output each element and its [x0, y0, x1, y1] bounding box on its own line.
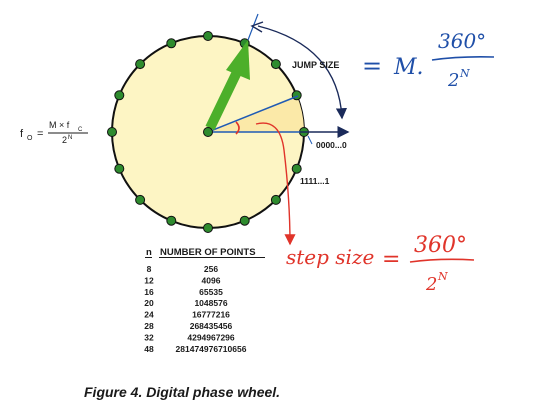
- formula-f-subscript: O: [27, 135, 33, 142]
- jump-formula-m: M.: [393, 55, 424, 80]
- phase-arrow-shaft: [205, 69, 242, 131]
- table-cell-points: 16777216: [192, 310, 230, 320]
- jump-size-label: JUMP SIZE: [292, 60, 339, 70]
- handwritten-step-formula: step size = 360° 2 N: [286, 233, 475, 295]
- table-header-n: n: [146, 247, 152, 258]
- jump-size-arc-start: [250, 21, 264, 33]
- wheel-point: [135, 59, 146, 70]
- ones-code-label: 1111...1: [300, 176, 330, 186]
- phase-arrow-head: [226, 40, 250, 80]
- wheel-point: [203, 223, 213, 233]
- step-formula-numerator: 360°: [414, 233, 467, 258]
- wheel-point: [291, 163, 302, 174]
- formula-denominator-exponent: N: [68, 135, 72, 141]
- table-cell-points: 65535: [199, 287, 223, 297]
- step-size-pointer: [255, 122, 296, 246]
- step-size-label: step size: [286, 245, 374, 269]
- output-frequency-formula: f O = M × f C 2 N: [20, 120, 88, 145]
- step-formula-denominator: 2: [425, 274, 437, 295]
- zero-code-label: 0000...0: [316, 140, 347, 150]
- step-angle-mark: [235, 121, 240, 135]
- step-formula-equals: =: [382, 247, 400, 272]
- formula-numerator: M × f: [49, 120, 70, 130]
- table-cell-points: 281474976710656: [176, 344, 247, 354]
- formula-f: f: [20, 128, 24, 140]
- jump-formula-denominator: 2: [447, 70, 459, 91]
- step-formula-bar: [409, 258, 475, 263]
- table-cell-n: 28: [144, 321, 154, 331]
- wheel-points: [107, 31, 309, 233]
- table-cell-n: 32: [144, 332, 154, 342]
- table-cell-points: 1048576: [194, 298, 227, 308]
- wheel-point: [203, 31, 213, 41]
- zero-label-tick: [307, 135, 313, 145]
- wheel-point: [114, 163, 125, 174]
- wheel-point: [166, 215, 177, 226]
- step-formula-denominator-exp: N: [437, 270, 448, 283]
- step-vector: [207, 95, 299, 133]
- handwritten-jump-formula: = M. 360° 2 N: [362, 29, 495, 91]
- jump-formula-denominator-exp: N: [459, 67, 470, 80]
- table-cell-n: 12: [144, 275, 154, 285]
- table-cell-points: 4294967296: [187, 332, 235, 342]
- wheel-point: [135, 194, 146, 205]
- jump-size-arc: [257, 25, 348, 120]
- table-cell-points: 268435456: [190, 321, 233, 331]
- table-cell-n: 8: [147, 264, 152, 274]
- jump-formula-equals: =: [362, 52, 382, 80]
- jump-formula-bar: [431, 56, 495, 61]
- table-cell-n: 16: [144, 287, 154, 297]
- table-cell-n: 24: [144, 310, 154, 320]
- points-table-rows: 8 256 12 4096 16 65535 20 1048576 24 16777216 28 26…: [144, 264, 246, 354]
- table-cell-points: 256: [204, 264, 218, 274]
- formula-equals: =: [37, 128, 43, 140]
- table-cell-n: 20: [144, 298, 154, 308]
- wheel-point: [270, 194, 281, 205]
- table-cell-points: 4096: [202, 275, 221, 285]
- wheel-point: [114, 90, 125, 101]
- wheel-point: [270, 59, 281, 70]
- wheel-point: [239, 215, 250, 226]
- figure-caption: Figure 4. Digital phase wheel.: [84, 384, 280, 400]
- wheel-center: [203, 127, 213, 137]
- table-cell-n: 48: [144, 344, 154, 354]
- jump-formula-numerator: 360°: [438, 29, 486, 53]
- formula-numerator-subscript: C: [78, 127, 83, 133]
- formula-denominator: 2: [62, 135, 67, 145]
- wheel-point: [166, 38, 177, 49]
- table-header-points: NUMBER OF POINTS: [160, 247, 256, 258]
- wheel-point: [107, 127, 117, 137]
